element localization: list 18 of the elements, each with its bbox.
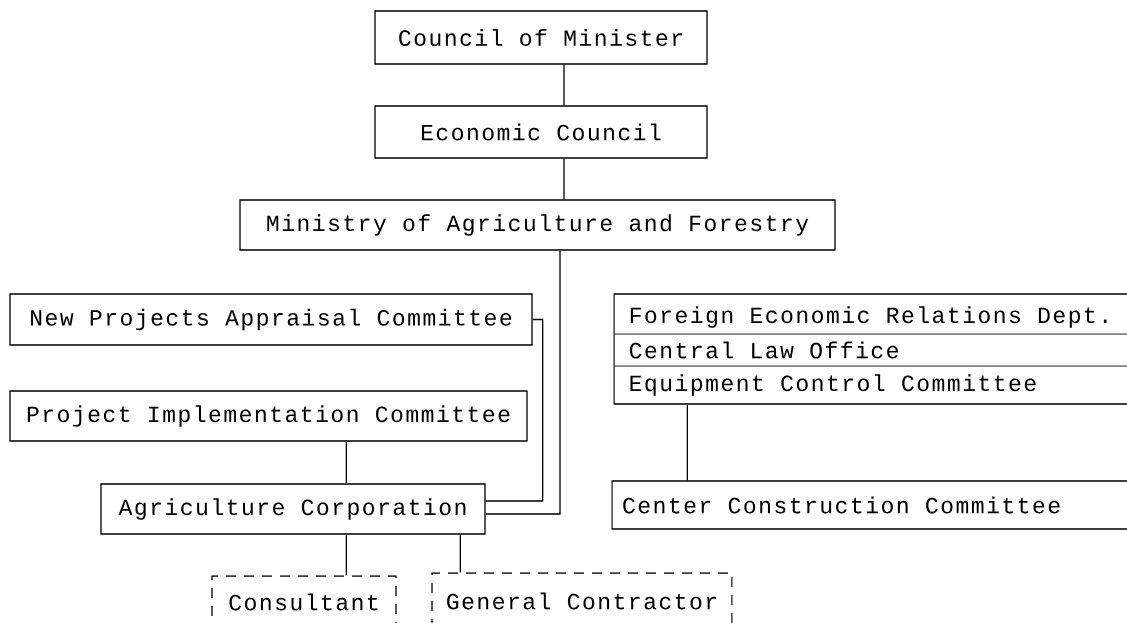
org-box: Agriculture Corporation (100, 483, 486, 535)
connector-line (345, 441, 347, 484)
org-box: New Projects Appraisal Committee (9, 293, 533, 346)
connector-line (686, 404, 688, 481)
connector-line (563, 158, 565, 200)
connector-line (485, 318, 544, 502)
org-box: Center Construction Committee (611, 480, 1127, 530)
org-box: Consultant (211, 575, 397, 623)
org-box: Council of Minister (374, 10, 708, 65)
org-box: Ministry of Agriculture and Forestry (239, 199, 836, 251)
org-box: Economic Council (374, 105, 708, 159)
office-list-box: Foreign Economic Relations Dept. Central Law Office Equipment Control Committee (613, 293, 1127, 405)
org-box: Project Implementation Committee (9, 390, 528, 442)
connector-line (485, 250, 561, 515)
org-box: General Contractor (431, 572, 733, 623)
connector-line (459, 534, 461, 573)
connector-line (345, 534, 347, 576)
connector-line (563, 64, 565, 106)
